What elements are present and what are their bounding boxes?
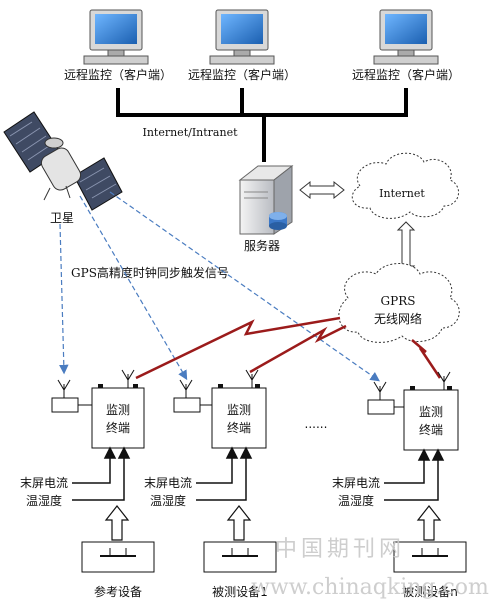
satellite-label: 卫星 — [50, 211, 74, 225]
input-label: 温湿度 — [150, 493, 186, 508]
input-arrows — [72, 446, 445, 501]
terminal-sub-label: 终端 — [227, 420, 251, 435]
device-label: 参考设备 — [94, 584, 142, 599]
terminal-label: 监测 — [106, 403, 130, 417]
terminal-box — [211, 387, 267, 449]
server: 服务器 — [238, 164, 294, 253]
wireless-link-3 — [411, 339, 442, 379]
network-bus: Internet/Intranet — [116, 88, 408, 162]
gps-module-icon — [173, 397, 201, 413]
watermark: 中国期刊网 www.chinaqking.com — [251, 537, 489, 600]
monitoring-terminal-1: 监测 终端 — [51, 369, 145, 449]
gps-arrow-3 — [109, 191, 380, 382]
gps-module-icon — [51, 397, 79, 413]
internet-label: Internet — [379, 187, 425, 200]
server-internet-link — [299, 180, 345, 200]
client-label: 远程监控（客户端） — [188, 67, 296, 82]
internet-cloud: Internet — [351, 152, 459, 219]
server-icon — [238, 164, 294, 235]
satellite: 卫星 — [3, 111, 123, 225]
client-computer-3: 远程监控（客户端） — [352, 9, 460, 82]
terminal-label: 监测 — [419, 405, 443, 419]
terminal-sub-label: 终端 — [419, 422, 443, 437]
watermark-cn: 中国期刊网 — [275, 537, 405, 562]
client-label: 远程监控（客户端） — [352, 67, 460, 82]
gps-arrow-2 — [79, 195, 188, 381]
terminal-box — [91, 387, 145, 449]
gps-signal-arrows — [59, 191, 380, 382]
input-label: 末屏电流 — [20, 476, 68, 490]
monitor-icon — [83, 9, 149, 65]
monitor-icon — [209, 9, 275, 65]
wireless-links — [135, 316, 442, 380]
device-reference: 参考设备 — [81, 541, 155, 599]
antenna-icon — [179, 369, 259, 398]
device-tested-1: 被测设备1 — [203, 541, 277, 599]
input-label: 温湿度 — [26, 493, 62, 508]
input-label: 末屏电流 — [144, 476, 192, 490]
device-arrows — [104, 505, 442, 541]
antenna-icon — [57, 369, 135, 398]
device-tested-n: 被测设备n — [393, 541, 467, 599]
terminal-sub-label: 终端 — [106, 420, 130, 435]
gprs-sub-label: 无线网络 — [374, 311, 422, 326]
terminal-label: 监测 — [227, 403, 251, 417]
client-computer-1: 远程监控（客户端） — [64, 9, 172, 82]
monitoring-terminal-2: 监测 终端 — [173, 369, 267, 449]
input-label: 温湿度 — [338, 493, 374, 508]
terminal-box — [403, 389, 459, 451]
gps-signal-label: GPS高精度时钟同步触发信号 — [71, 265, 229, 280]
server-label: 服务器 — [244, 238, 280, 253]
device-label: 被测设备n — [402, 585, 458, 599]
gps-module-icon — [367, 399, 395, 415]
wireless-link-1 — [135, 316, 341, 380]
gps-arrow-1 — [59, 223, 69, 375]
device-label: 被测设备1 — [212, 585, 268, 599]
network-label: Internet/Intranet — [142, 126, 238, 139]
monitor-icon — [373, 9, 439, 65]
monitoring-terminal-3: 监测 终端 — [367, 371, 459, 451]
watermark-url: www.chinaqking.com — [251, 575, 489, 600]
wireless-link-2 — [249, 324, 347, 374]
gprs-label: GPRS — [381, 294, 416, 308]
satellite-icon — [3, 111, 123, 211]
client-label: 远程监控（客户端） — [64, 67, 172, 82]
internet-gprs-link — [396, 221, 416, 275]
gprs-cloud: GPRS 无线网络 — [338, 263, 460, 343]
input-label: 末屏电流 — [332, 476, 380, 490]
antenna-icon — [373, 371, 451, 400]
client-computer-2: 远程监控（客户端） — [188, 9, 296, 82]
ellipsis: ...... — [305, 417, 328, 431]
